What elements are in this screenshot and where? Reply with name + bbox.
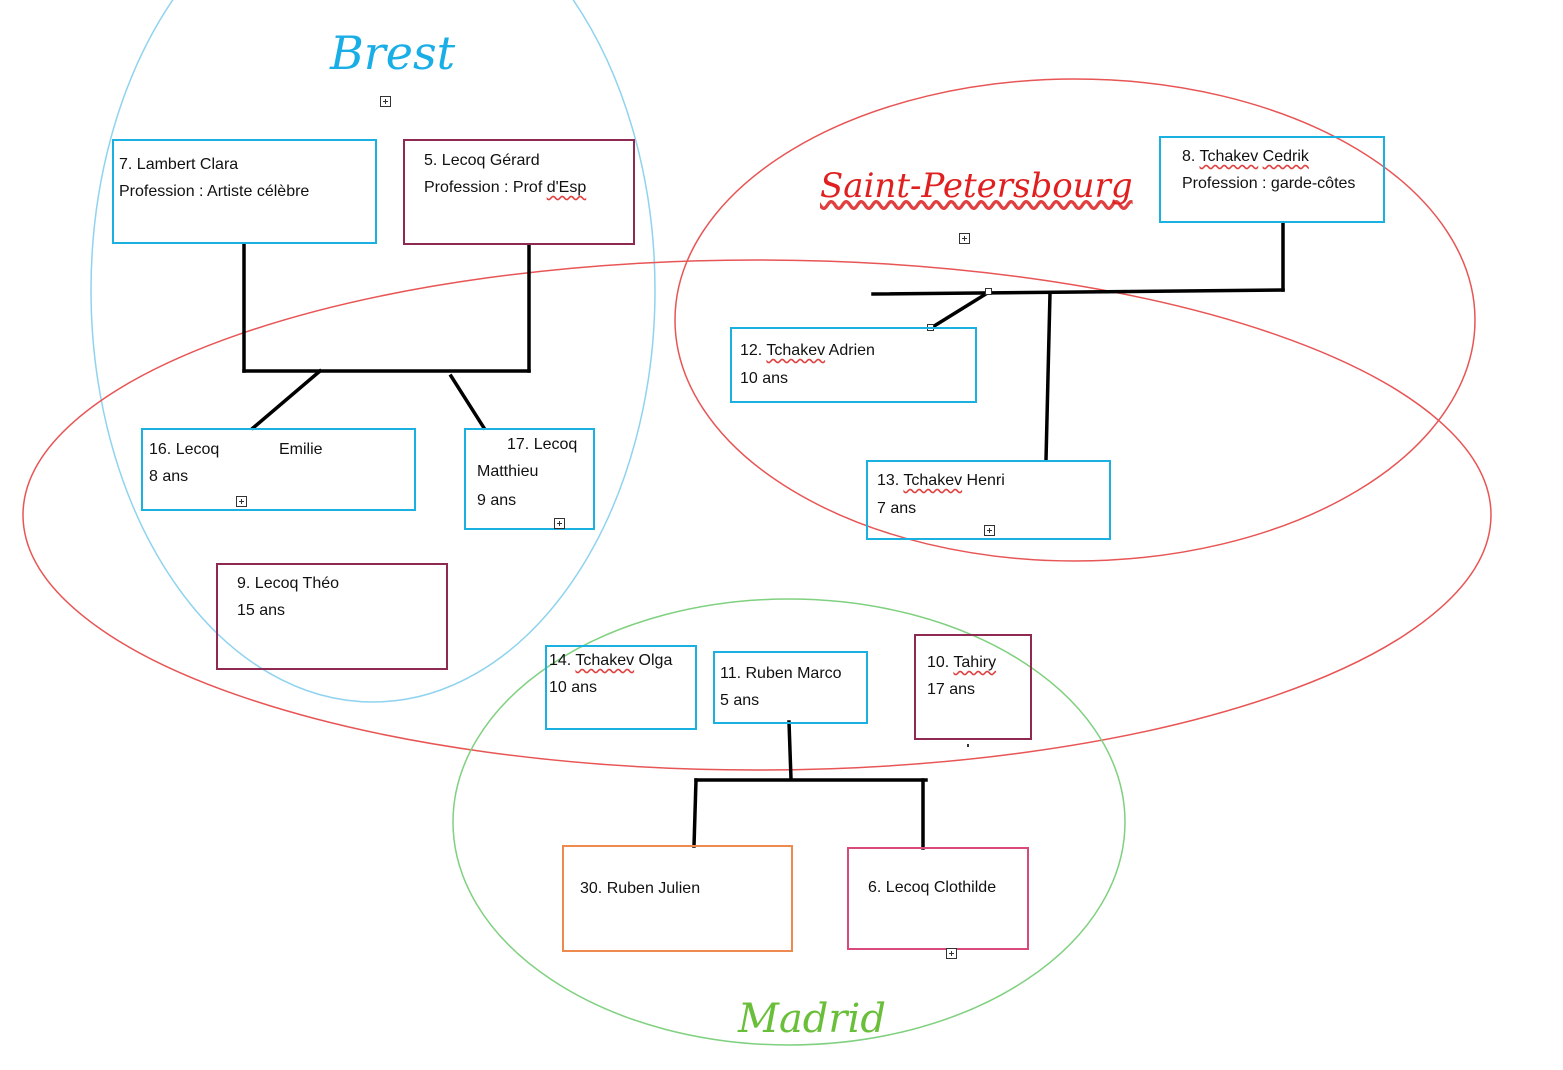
region-label-madrid: Madrid — [738, 996, 886, 1042]
person-name: 17. Lecoq — [507, 436, 578, 453]
person-name: 16. Lecoq — [149, 441, 220, 458]
person-name-prefix: 8. — [1182, 148, 1200, 165]
person-name-squiggly: Tchakev — [575, 652, 635, 669]
person-box-lecoq-matthieu[interactable]: 17. Lecoq Matthieu 9 ans — [464, 428, 595, 530]
person-name-squiggly: Tchakev — [903, 472, 963, 489]
person-box-tchakev-adrien[interactable]: 12. Tchakev Adrien 10 ans — [730, 327, 977, 403]
person-name: 5. Lecoq Gérard — [424, 152, 540, 169]
person-age: 8 ans — [149, 468, 189, 485]
brest-region-ellipse — [90, 0, 656, 703]
person-box-lecoq-theo[interactable]: 9. Lecoq Théo 15 ans — [216, 563, 448, 670]
person-age: 7 ans — [877, 500, 917, 517]
person-age: 17 ans — [927, 681, 976, 698]
person-name: 13. Tchakev Henri — [877, 467, 1005, 495]
person-name-prefix: 10. — [927, 654, 954, 671]
expand-icon-emilie[interactable] — [236, 496, 247, 507]
person-box-tchakev-cedrik[interactable]: 8. Tchakev Cedrik Profession : garde-côt… — [1159, 136, 1385, 223]
person-name-squiggly: Cedrik — [1262, 148, 1309, 165]
person-detail: Profession : Artiste célèbre — [119, 183, 310, 200]
connector-line — [250, 368, 323, 431]
person-detail-squiggly: d'Esp — [546, 179, 587, 196]
person-box-tahiry[interactable]: 10. Tahiry 17 ans — [914, 634, 1032, 740]
person-name-second: Matthieu — [477, 463, 539, 480]
person-name: 10. Tahiry — [927, 649, 996, 677]
person-age: 10 ans — [549, 679, 598, 696]
connector-line — [448, 373, 487, 431]
person-name-prefix: 13. — [877, 472, 904, 489]
person-box-lecoq-gerard[interactable]: 5. Lecoq Gérard Profession : Prof d'Esp — [403, 139, 635, 245]
person-box-lecoq-clothilde[interactable]: 6. Lecoq Clothilde — [847, 847, 1029, 950]
person-name-rest: Olga — [634, 652, 673, 669]
person-name: 12. Tchakev Adrien — [740, 337, 875, 365]
person-name-squiggly: Tchakev — [1199, 148, 1259, 165]
person-name-prefix: 12. — [740, 342, 767, 359]
person-box-ruben-marco[interactable]: 11. Ruben Marco 5 ans — [713, 651, 868, 724]
madrid-region-ellipse — [452, 598, 1126, 1046]
expand-icon-matthieu[interactable] — [554, 518, 565, 529]
connector-handle-top[interactable] — [985, 288, 992, 295]
person-name-rest: Henri — [962, 472, 1005, 489]
person-name: 9. Lecoq Théo — [237, 575, 340, 592]
person-box-lambert-clara[interactable]: 7. Lambert Clara Profession : Artiste cé… — [112, 139, 377, 244]
connector-line — [787, 720, 793, 781]
person-name: 7. Lambert Clara — [119, 156, 239, 173]
connector-line — [692, 778, 698, 848]
person-age: 15 ans — [237, 602, 286, 619]
lecoq-family-connectors — [242, 242, 531, 431]
tchakev-family-connectors — [871, 221, 1285, 462]
person-box-ruben-julien[interactable]: 30. Ruben Julien — [562, 845, 793, 952]
region-label-brest: Brest — [330, 26, 456, 80]
person-box-lecoq-emilie[interactable]: 16. Lecoq Emilie 8 ans — [141, 428, 416, 511]
region-label-saint-petersbourg-text: Saint-Petersbourg — [820, 166, 1133, 206]
person-name: 14. Tchakev Olga — [549, 647, 672, 675]
person-age: 5 ans — [720, 692, 760, 709]
person-detail-text: Profession : Prof — [424, 179, 547, 196]
person-box-tchakev-olga[interactable]: 14. Tchakev Olga 10 ans — [545, 645, 697, 730]
ruben-family-connectors — [692, 720, 928, 850]
expand-icon-henri[interactable] — [984, 525, 995, 536]
saint-petersbourg-region-ellipse — [674, 78, 1476, 562]
large-region-ellipse — [22, 259, 1492, 771]
stray-mark — [967, 744, 969, 747]
person-box-tchakev-henri[interactable]: 13. Tchakev Henri 7 ans — [866, 460, 1111, 540]
expand-icon-brest[interactable] — [380, 96, 391, 107]
person-name: 30. Ruben Julien — [580, 880, 701, 897]
region-label-saint-petersbourg: Saint-Petersbourg — [820, 166, 1133, 206]
person-name: 11. Ruben Marco — [720, 665, 842, 682]
person-detail: Profession : Prof d'Esp — [424, 174, 586, 202]
connector-line — [871, 288, 1285, 296]
person-name-rest: Adrien — [825, 342, 875, 359]
person-name: 8. Tchakev Cedrik — [1182, 143, 1309, 171]
person-name-second: Emilie — [279, 441, 323, 458]
person-name-prefix: 14. — [549, 652, 576, 669]
person-name-squiggly: Tahiry — [953, 654, 997, 671]
person-name: 6. Lecoq Clothilde — [868, 879, 997, 896]
expand-icon-clothilde[interactable] — [946, 948, 957, 959]
expand-icon-saint-petersbourg[interactable] — [959, 233, 970, 244]
person-detail: Profession : garde-côtes — [1182, 175, 1356, 192]
person-name-squiggly: Tchakev — [766, 342, 826, 359]
connector-line — [928, 289, 992, 331]
connector-line — [1044, 291, 1052, 462]
person-age: 9 ans — [477, 492, 517, 509]
person-age: 10 ans — [740, 370, 789, 387]
